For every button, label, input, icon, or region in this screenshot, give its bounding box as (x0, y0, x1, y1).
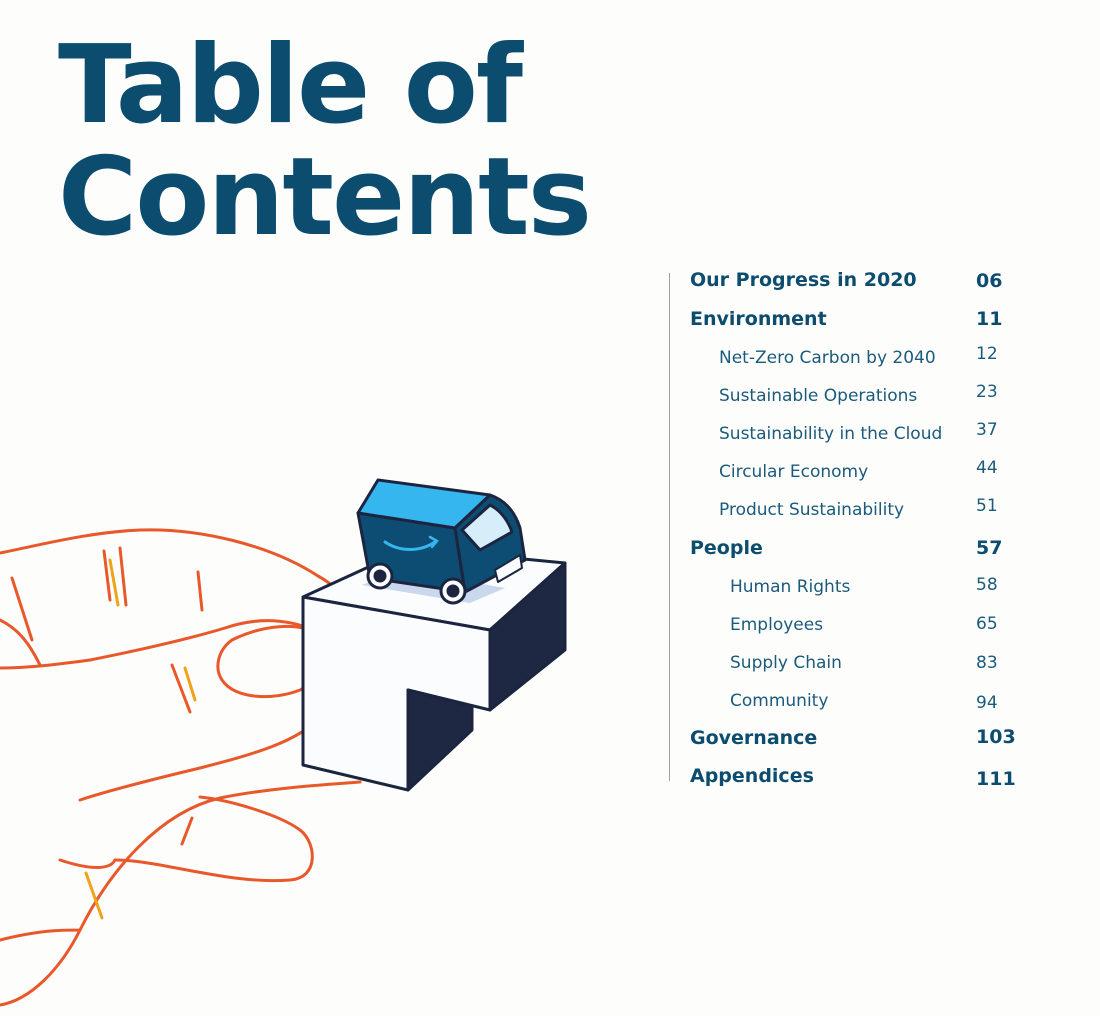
toc-item-label: Net-Zero Carbon by 2040 (719, 348, 936, 368)
toc-item-environment[interactable]: Environment 11 (690, 308, 1020, 338)
toc-item-page: 23 (976, 382, 998, 402)
toc-item-page: 51 (976, 496, 998, 516)
toc-item-our-progress[interactable]: Our Progress in 2020 06 (690, 269, 1020, 299)
toc-item-net-zero-carbon[interactable]: Net-Zero Carbon by 2040 12 (719, 344, 1049, 378)
toc-item-page: 103 (976, 726, 1016, 748)
toc-item-page: 11 (976, 308, 1003, 330)
toc-item-page: 94 (976, 693, 998, 713)
toc-item-label: People (690, 537, 763, 559)
toc-item-employees[interactable]: Employees 65 (730, 614, 1060, 645)
toc-item-people[interactable]: People 57 (690, 537, 1020, 567)
toc-item-label: Employees (730, 615, 824, 635)
toc-item-label: Community (730, 691, 829, 711)
toc-item-page: 44 (976, 458, 998, 478)
toc-item-label: Circular Economy (719, 462, 869, 482)
toc-item-sustainability-cloud[interactable]: Sustainability in the Cloud 37 (719, 420, 1049, 454)
toc-item-supply-chain[interactable]: Supply Chain 83 (730, 653, 1060, 683)
toc-item-page: 06 (976, 270, 1003, 292)
toc-item-page: 37 (976, 420, 998, 440)
toc-item-circular-economy[interactable]: Circular Economy 44 (719, 458, 1049, 492)
toc-item-page: 57 (976, 537, 1003, 559)
page-title: Table of Contents (58, 23, 592, 260)
toc-item-page: 12 (976, 344, 998, 364)
toc-divider (669, 273, 670, 781)
toc-item-community[interactable]: Community 94 (730, 691, 1060, 721)
toc-item-label: Environment (690, 308, 827, 330)
toc-item-page: 83 (976, 653, 998, 673)
page-title-line2: Contents (58, 135, 592, 260)
hand-holding-block-with-delivery-van-icon (0, 478, 567, 1007)
toc-item-page: 58 (976, 575, 998, 595)
smile-logo-icon (383, 540, 437, 551)
toc-item-product-sustainability[interactable]: Product Sustainability 51 (719, 496, 1049, 530)
toc-item-label: Appendices (690, 765, 814, 787)
toc-item-label: Sustainable Operations (719, 386, 918, 406)
van-wheels (366, 562, 467, 605)
toc-item-label: Product Sustainability (719, 500, 905, 520)
smile-arrow-icon (428, 535, 439, 549)
toc-item-label: Supply Chain (730, 653, 842, 673)
toc-item-label: Sustainability in the Cloud (719, 424, 943, 444)
toc-item-appendices[interactable]: Appendices 111 (690, 765, 1020, 795)
toc-item-label: Human Rights (730, 577, 851, 597)
toc-item-label: Our Progress in 2020 (690, 269, 917, 291)
toc-item-label: Governance (690, 727, 818, 749)
toc-item-governance[interactable]: Governance 103 (690, 726, 1020, 757)
page-title-line1: Table of (58, 23, 523, 148)
toc-item-page: 65 (976, 614, 998, 634)
toc-item-page: 111 (976, 768, 1016, 790)
delivery-van-icon (356, 478, 527, 594)
toc-item-human-rights[interactable]: Human Rights 58 (730, 575, 1060, 607)
toc-item-sustainable-operations[interactable]: Sustainable Operations 23 (719, 382, 1049, 416)
